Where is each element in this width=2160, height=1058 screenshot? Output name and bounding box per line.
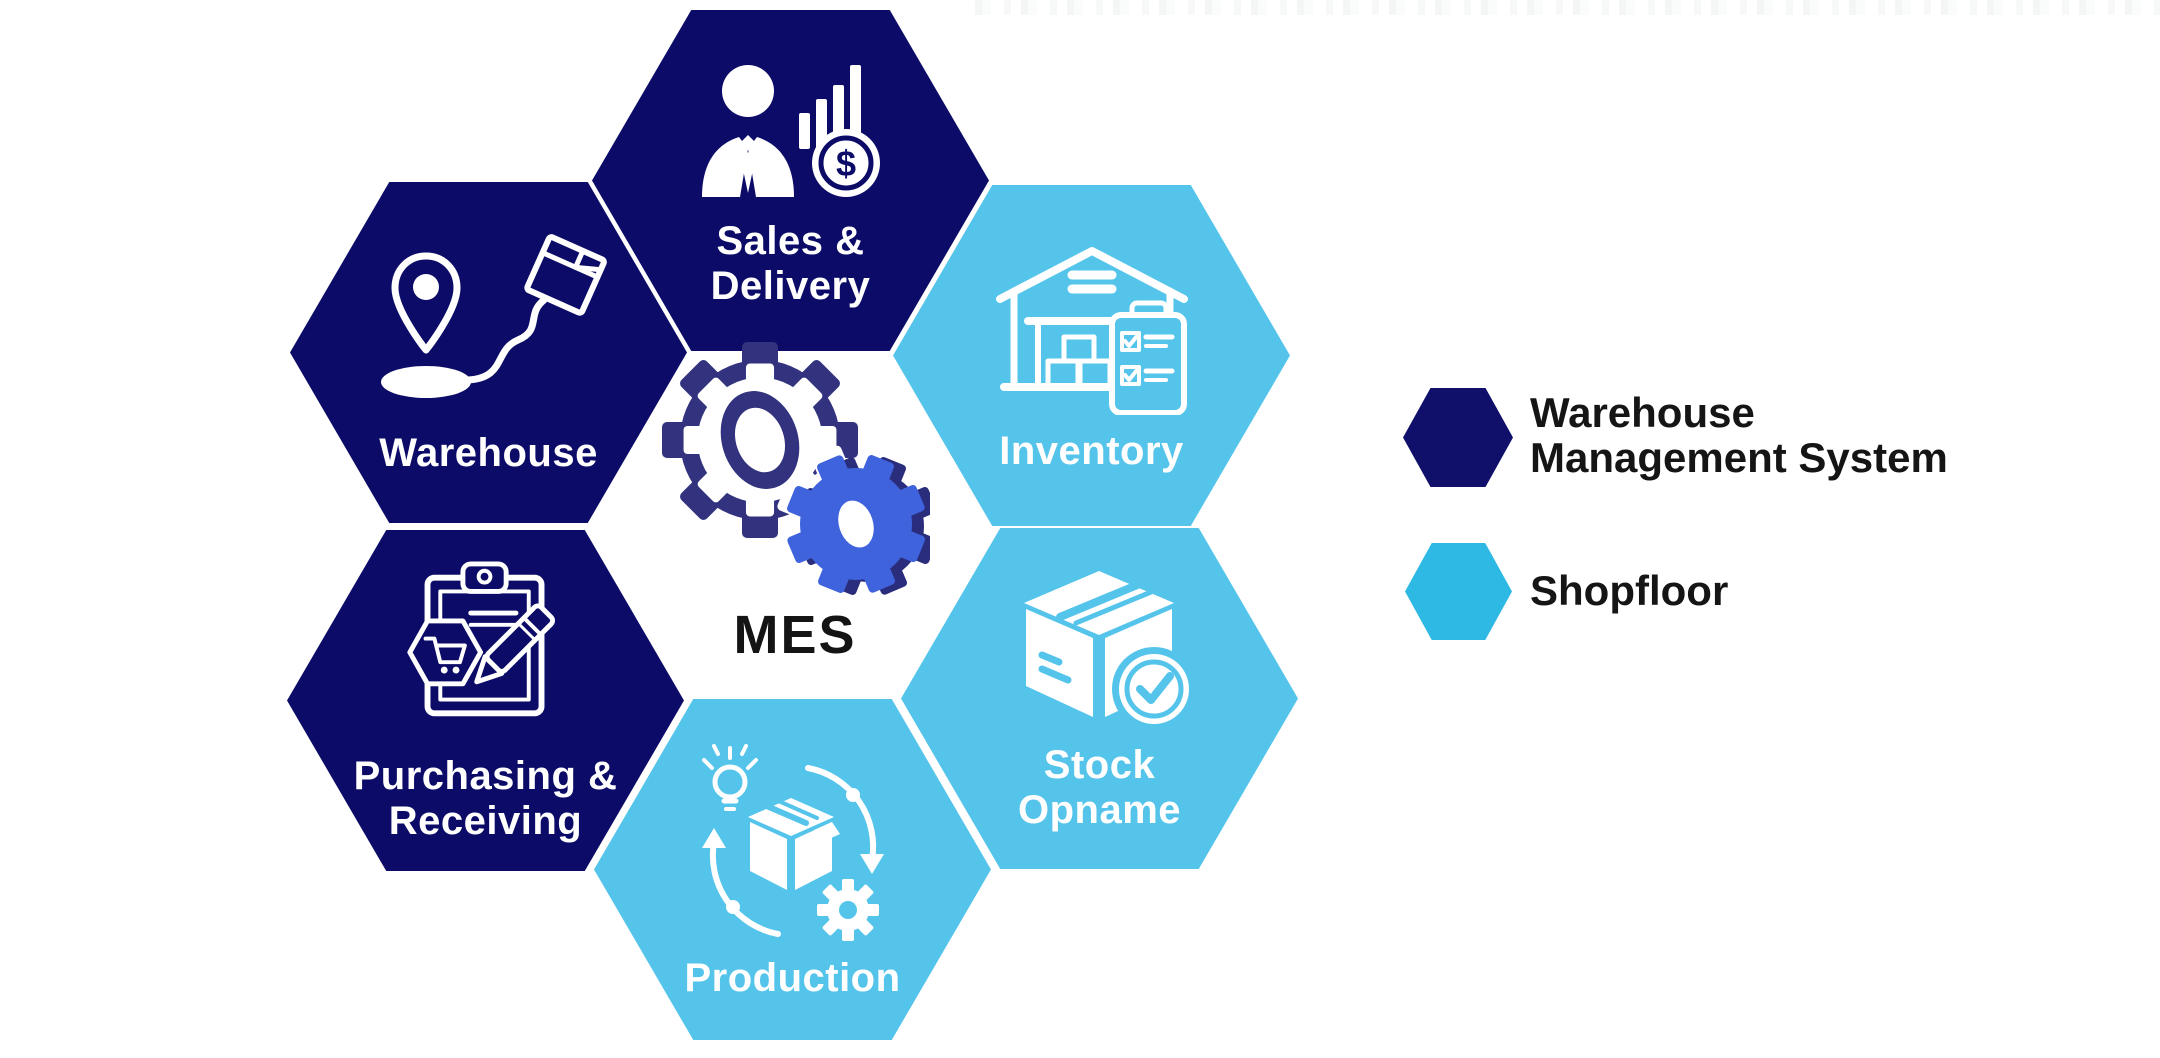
box-checkmark-icon — [1024, 570, 1196, 731]
hexagon-label-sales-delivery: Sales & Delivery — [710, 218, 871, 308]
legend-swatch-wms — [1403, 388, 1513, 487]
gears-icon — [662, 342, 930, 598]
hexagon-label-stock-opname: Stock Opname — [1017, 742, 1182, 832]
hexagon-label-production: Production — [684, 956, 901, 1001]
hexagon-label-purchasing-receiving: Purchasing & Receiving — [353, 753, 618, 843]
hexagon-sales-delivery: $ Sales & Delivery — [592, 10, 989, 351]
faint-watermark-strip — [975, 0, 2160, 15]
location-pin-route-box-icon — [380, 233, 607, 398]
mes-label: MES — [733, 605, 857, 665]
production-cycle-icon — [702, 744, 884, 942]
legend-swatch-shopfloor — [1405, 543, 1512, 640]
mes-center: MES — [650, 338, 940, 666]
dollar-glyph: $ — [835, 143, 855, 184]
clipboard-cart-pencil-icon — [406, 561, 555, 716]
legend-label-shopfloor: Shopfloor — [1530, 567, 1729, 614]
hexagon-label-warehouse: Warehouse — [379, 430, 598, 475]
legend-label-wms: Warehouse Management System — [1530, 389, 1948, 481]
salesperson-chart-coin-icon: $ — [701, 64, 880, 197]
warehouse-checklist-icon — [995, 247, 1188, 416]
hexagon-label-inventory: Inventory — [999, 429, 1184, 474]
hexagon-production: Production — [594, 699, 991, 1040]
